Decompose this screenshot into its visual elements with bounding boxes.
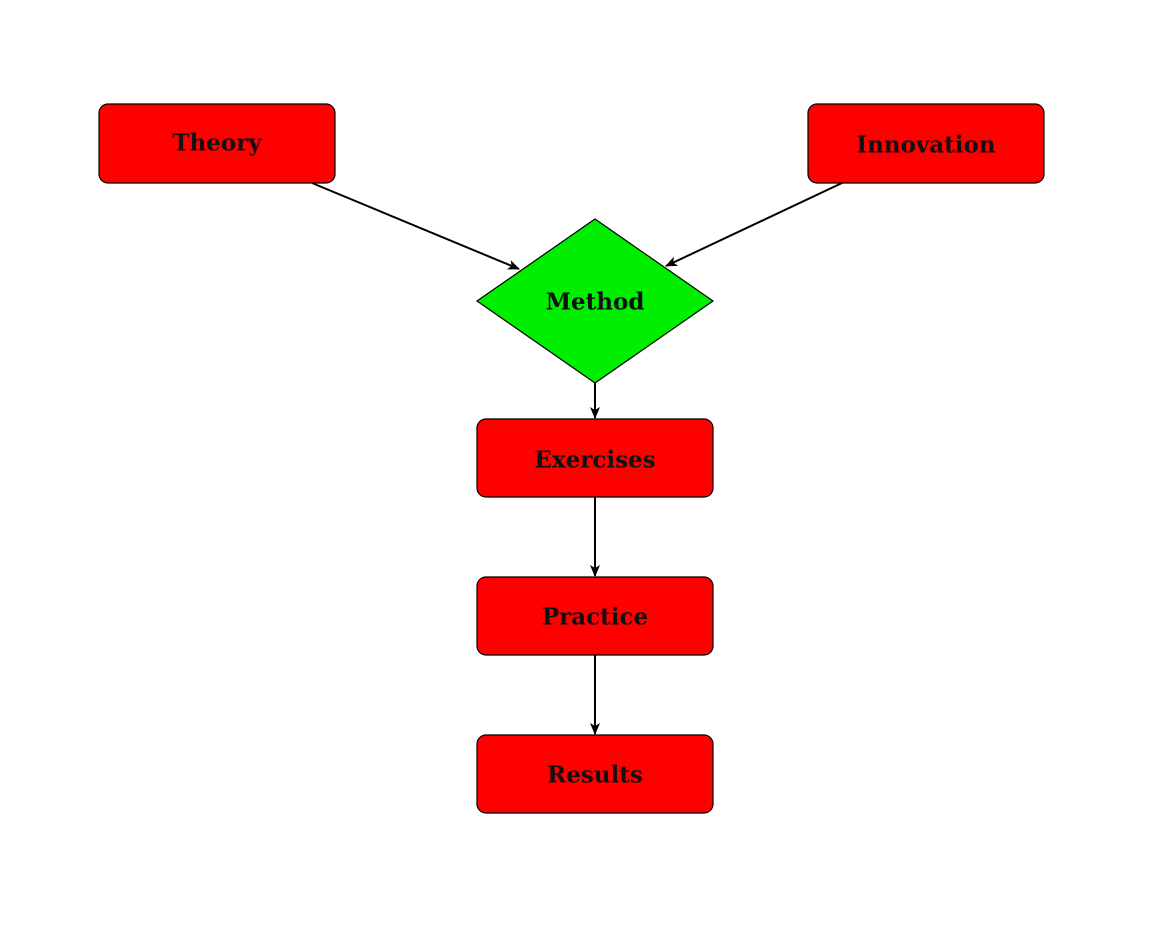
innovation-box [807, 103, 1045, 184]
edge-theory-to-method [311, 182, 520, 270]
results-label: Results [547, 762, 643, 789]
edge-innovation-to-method [665, 182, 843, 267]
exercises-label: Exercises [534, 447, 655, 474]
practice-box [476, 576, 714, 656]
theory-box [98, 103, 336, 184]
node-theory[interactable]: Theory [98, 103, 336, 184]
exercises-box [476, 418, 714, 498]
theory-label: Theory [172, 130, 262, 157]
edges [311, 182, 843, 735]
node-innovation[interactable]: Innovation [807, 103, 1045, 184]
method-label: Method [546, 289, 645, 316]
node-exercises[interactable]: Exercises [476, 418, 714, 498]
practice-label: Practice [542, 604, 648, 631]
method-diamond [475, 218, 715, 384]
node-method[interactable]: Method [475, 218, 715, 384]
innovation-label: Innovation [856, 132, 996, 159]
results-box [476, 734, 714, 814]
node-practice[interactable]: Practice [476, 576, 714, 656]
node-results[interactable]: Results [476, 734, 714, 814]
